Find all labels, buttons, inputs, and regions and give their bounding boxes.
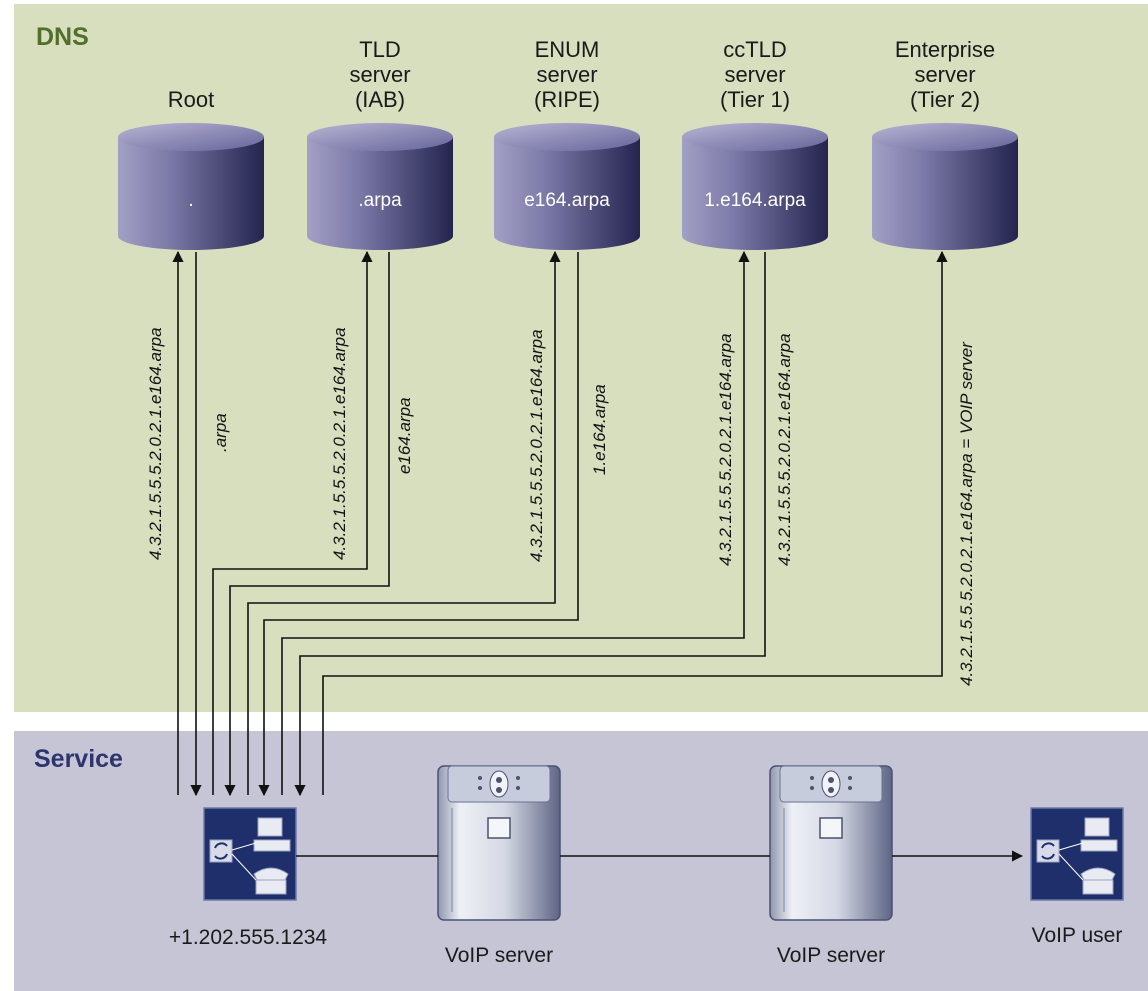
query-labels: 4.3.2.1.5.5.5.2.0.2.1.e164.arpa .arpa 4.… [146,327,976,686]
voip-user-terminal [1030,807,1124,901]
server-tower-icon [769,765,893,921]
voip-server-2-label: VoIP server [777,944,885,967]
service-zone [14,731,1148,991]
voip-server-1-label: VoIP server [445,944,553,967]
flow-tld-response [224,252,390,797]
dns-zone-title: DNS [36,23,89,51]
computer-monitor-icon [253,817,291,852]
query-label-enum-request: 4.3.2.1.5.5.5.2.0.2.1.e164.arpa [527,329,546,562]
server-root-zone-label: . [188,190,193,211]
sync-icon [1036,839,1060,863]
query-label-tld-response: e164.arpa [395,397,414,474]
server-cctld-label-line: (Tier 1) [720,87,790,112]
query-label-cctld-response: 4.3.2.1.5.5.5.2.0.2.1.e164.arpa [775,333,794,566]
server-enterprise-label-line: server [914,62,975,87]
telephone-icon [253,867,289,895]
service-zone-title: Service [34,745,123,773]
dns-servers: Root.TLDserver(IAB).arpaENUMserver(RIPE)… [118,37,1018,250]
query-label-enum-response: 1.e164.arpa [590,384,609,475]
server-cctld-label-line: ccTLD [723,37,787,62]
server-enum-label-line: ENUM [535,37,600,62]
server-tower-icon [437,765,561,921]
dns-zone [14,4,1148,712]
sync-icon [209,839,233,863]
server-cctld-zone-label: 1.e164.arpa [704,190,806,211]
server-root: Root. [118,87,264,250]
server-enterprise-label-line: Enterprise [895,37,995,62]
flow-enum-response [258,252,579,797]
query-label-root-response: .arpa [211,413,230,452]
query-label-cctld-request: 4.3.2.1.5.5.5.2.0.2.1.e164.arpa [716,333,735,566]
server-enterprise-label-line: (Tier 2) [910,87,980,112]
voip-server-2 [769,765,893,921]
query-label-tld-request: 4.3.2.1.5.5.5.2.0.2.1.e164.arpa [330,327,349,560]
server-tld-label-line: server [349,62,410,87]
database-cylinder-icon [118,123,264,250]
server-tld-zone-label: .arpa [358,190,402,211]
server-cctld-label-line: server [724,62,785,87]
caller-terminal [203,807,297,901]
flow-cctld-response [294,252,766,797]
query-label-enterprise-request: 4.3.2.1.5.5.5.2.0.2.1.e164.arpa = VOIP s… [957,341,976,686]
server-enum-label-line: server [536,62,597,87]
voip-server-1 [437,765,561,921]
telephone-icon [1080,867,1116,895]
flow-enum-request [247,250,561,795]
server-root-label-line: Root [168,87,214,112]
caller-number: +1.202.555.1234 [169,926,328,949]
server-enum-label-line: (RIPE) [534,87,600,112]
server-tld-label-line: (IAB) [355,87,405,112]
query-flows [172,250,948,797]
flow-enterprise-request [322,250,948,795]
database-cylinder-icon [682,123,828,250]
voip-user-label: VoIP user [1032,924,1123,947]
query-label-root-request: 4.3.2.1.5.5.5.2.0.2.1.e164.arpa [146,327,165,560]
computer-monitor-icon [1080,817,1118,852]
database-cylinder-icon [494,123,640,250]
flow-tld-request [212,250,373,795]
server-tld-label-line: TLD [359,37,401,62]
server-enum-zone-label: e164.arpa [524,190,610,211]
database-cylinder-icon [307,123,453,250]
database-cylinder-icon [872,123,1018,250]
flow-cctld-request [281,250,750,795]
